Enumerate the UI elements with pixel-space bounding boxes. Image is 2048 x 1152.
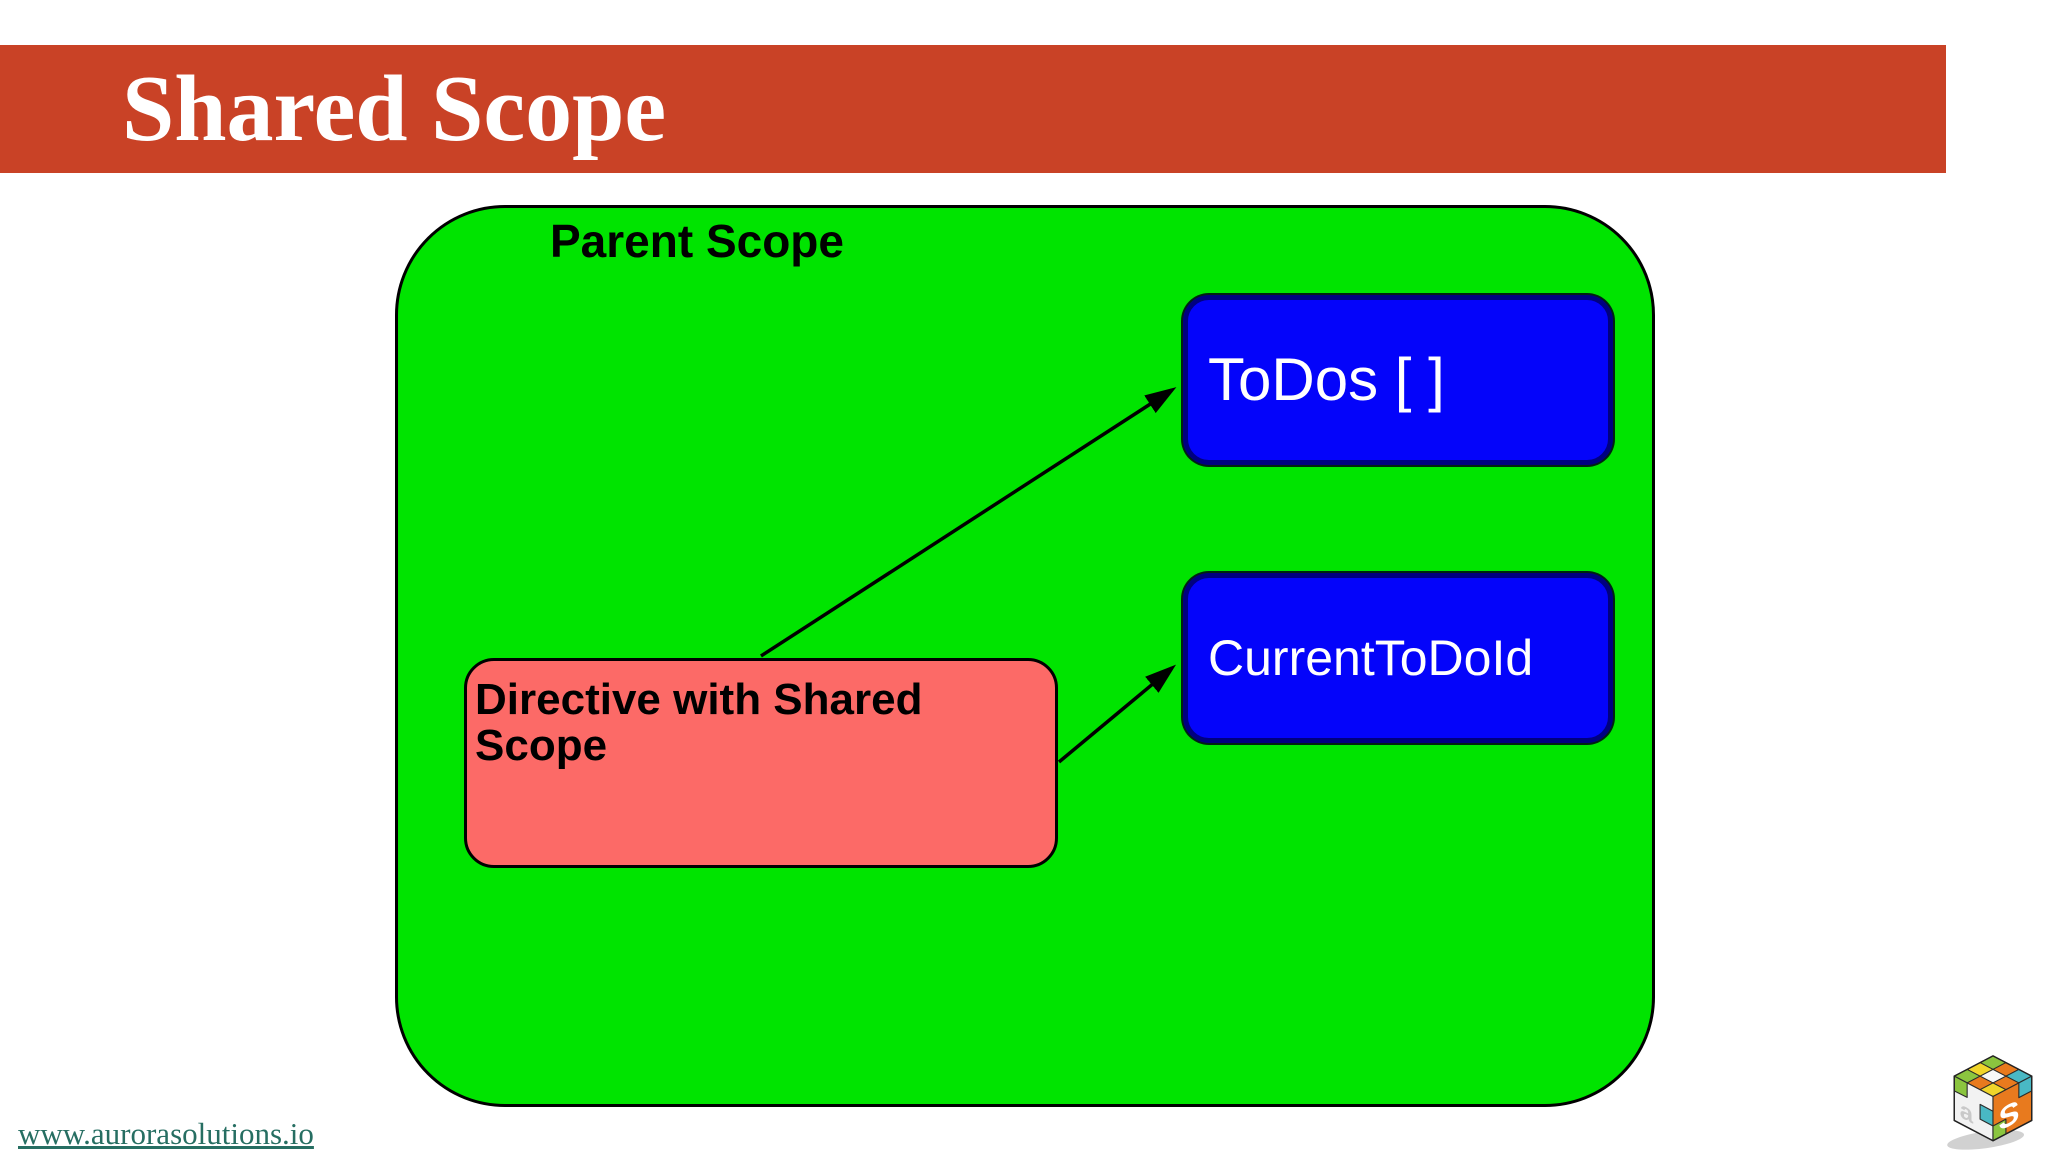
directive-label: Directive with Shared Scope — [475, 675, 923, 771]
parent-scope-label: Parent Scope — [550, 215, 844, 267]
svg-text:S: S — [1999, 1093, 2020, 1139]
svg-text:a: a — [1960, 1096, 1974, 1130]
website-link[interactable]: www.aurorasolutions.io — [18, 1116, 314, 1151]
header-bar: Shared Scope — [0, 45, 1946, 173]
page-title: Shared Scope — [122, 57, 667, 161]
todos-label: ToDos [ ] — [1208, 346, 1445, 413]
current-todo-label: CurrentToDoId — [1208, 630, 1534, 686]
todos-box: ToDos [ ] — [1183, 295, 1613, 465]
current-todo-box: CurrentToDoId — [1183, 573, 1613, 743]
rubiks-cube-logo-icon: a S — [1947, 1055, 2033, 1150]
directive-box: Directive with Shared Scope — [464, 658, 1058, 868]
